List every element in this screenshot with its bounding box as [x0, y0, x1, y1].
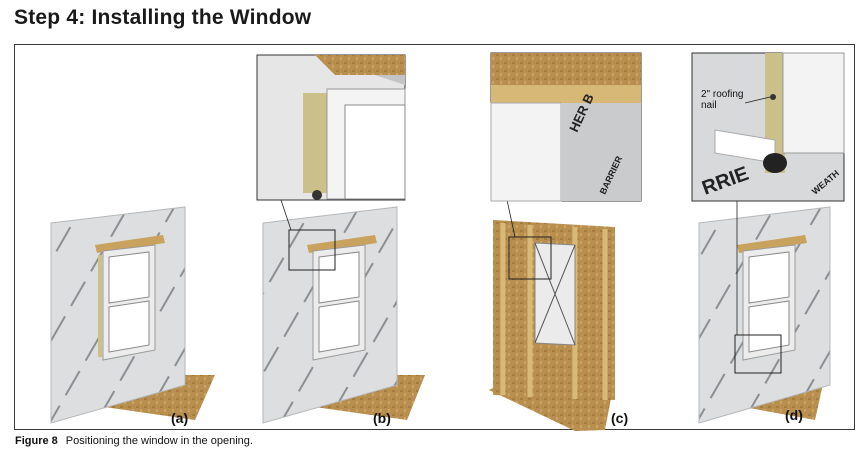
- panel-b-leader-line: [280, 199, 292, 231]
- panel-label-a: (a): [171, 410, 189, 426]
- figure-illustration: HER B BARRIER RRIE WEATH: [50, 52, 845, 431]
- panel-d-lower-sash: [748, 300, 790, 353]
- panel-c-inset-header: [491, 85, 641, 103]
- panel-a-header: [95, 235, 165, 253]
- panel-b-upper-sash: [318, 251, 360, 304]
- panel-d-inset-sealant: [763, 153, 787, 173]
- panel-b-inset-osb: [315, 55, 405, 75]
- panel-d-zoom-box: [734, 334, 782, 374]
- panel-d-upper-sash: [748, 251, 790, 304]
- panel-b-zoom-box: [288, 229, 336, 271]
- panel-c-cut-line-2: [534, 244, 576, 344]
- panel-a-lower-sash: [108, 300, 150, 353]
- panel-d-inset-frame: [782, 52, 845, 154]
- panel-d-inset-nail-leader: [744, 96, 771, 104]
- panel-d-inset-nail: [770, 94, 776, 100]
- figure-caption: Figure 8 Positioning the window in the op…: [15, 435, 253, 447]
- panel-b-illustration: [256, 54, 425, 424]
- panel-b-header: [307, 235, 377, 253]
- figure-caption-lead: Figure 8: [15, 435, 58, 447]
- panel-label-d: (d): [785, 407, 803, 423]
- panel-c-inset-opening: [490, 102, 562, 202]
- panel-c-leader-line: [506, 199, 516, 238]
- roofing-nail-callout: 2" roofing nail: [701, 89, 744, 111]
- panel-b-lower-sash: [318, 300, 360, 353]
- panel-a-upper-sash: [108, 251, 150, 304]
- panel-label-c: (c): [611, 410, 629, 426]
- figure-caption-text: Positioning the window in the opening.: [65, 435, 253, 447]
- panel-d-header: [737, 235, 807, 253]
- panel-a-illustration: [50, 206, 215, 424]
- page-title: Step 4: Installing the Window: [14, 6, 312, 29]
- panel-d-illustration: RRIE WEATH: [691, 52, 845, 424]
- panel-c-zoom-box: [508, 236, 552, 280]
- figure-frame: HER B BARRIER RRIE WEATH (a) (b) (c): [14, 44, 855, 431]
- panel-b-inset-flange: [303, 93, 329, 193]
- panel-c-illustration: HER B BARRIER: [489, 52, 642, 431]
- panel-label-b: (b): [373, 410, 391, 426]
- panel-b-inset-nail: [312, 190, 322, 200]
- panel-b-inset-sash: [344, 104, 406, 200]
- panel-c-inset-wrap: [561, 103, 641, 201]
